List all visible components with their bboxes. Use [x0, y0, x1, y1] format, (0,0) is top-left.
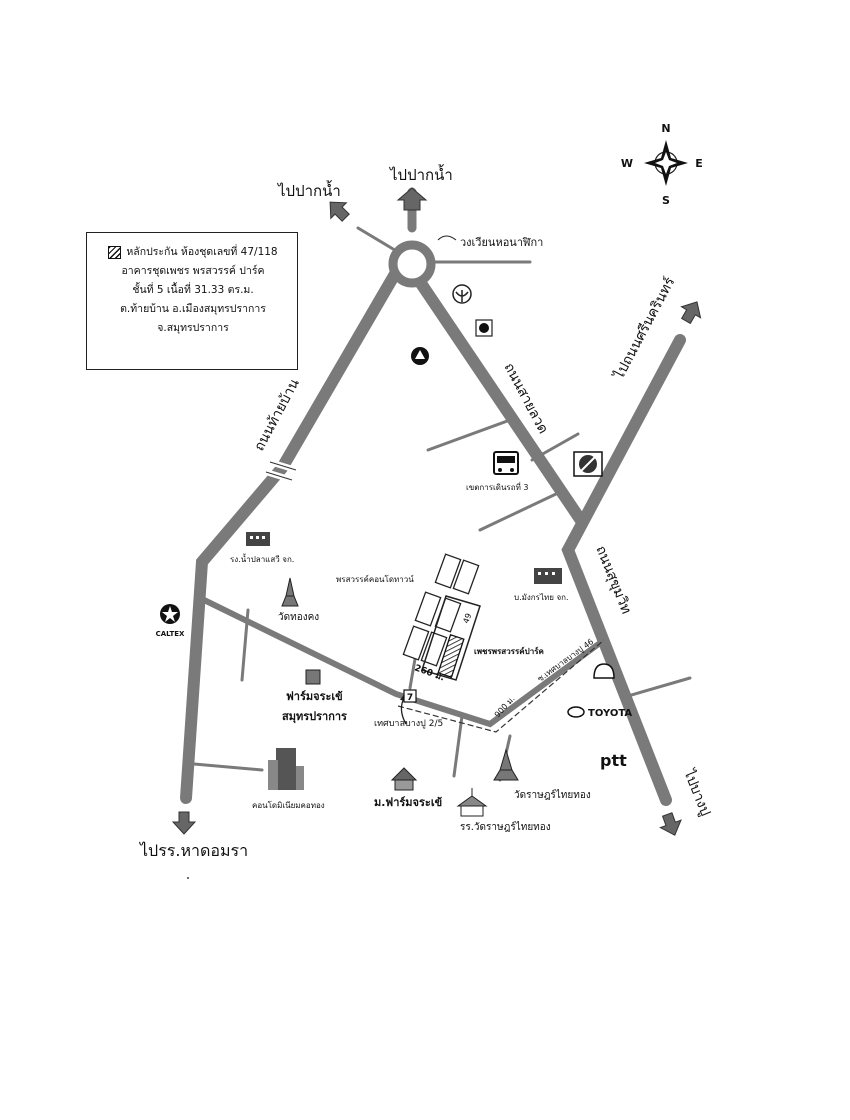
label-farm-2: สมุทรปราการ: [282, 710, 347, 724]
shell-logo-icon: [593, 663, 615, 679]
project-outline: [421, 595, 481, 681]
arrow-nw-icon: [329, 201, 350, 222]
label-district-office: เขตการเดินรถที่ 3: [466, 481, 528, 492]
label-roundabout: วงเวียนหอนาฬิกา: [460, 236, 543, 249]
label-farm: ฟาร์มจระเข้: [286, 690, 343, 703]
label-soi-2-5: เทศบาลบางปู 2/5: [374, 719, 443, 729]
route-dashed: [397, 639, 605, 733]
label-wat-ratburana: วัดราษฎร์ไทยทอง: [514, 789, 591, 801]
compass-icon: [644, 140, 688, 186]
toyota-logo-icon: [567, 706, 585, 718]
label-road-sai-luat: ถนนสายลวด: [500, 360, 551, 436]
compass-w: W: [621, 157, 633, 170]
road-soi-3: [478, 492, 558, 532]
label-bldg-no: 49: [461, 612, 473, 625]
road-soi-5: [192, 762, 264, 772]
legend-line-1: หลักประกัน ห้องชุดเลขที่ 47/118: [126, 246, 278, 258]
legend-box: หลักประกัน ห้องชุดเลขที่ 47/118 อาคารชุด…: [86, 232, 298, 370]
condo-building-icon: [268, 748, 304, 790]
label-ptt: ptt: [600, 751, 627, 770]
caltex-logo-icon: [160, 604, 180, 624]
label-farm-village: ม.ฟาร์มจระเข้: [374, 796, 442, 809]
road-soi-main: [197, 595, 607, 728]
compass-e: E: [695, 157, 703, 170]
label-project: เพชรพรสวรรค์ปาร์ค: [474, 646, 544, 656]
school-icon: [456, 788, 488, 817]
legend-row: หลักประกัน ห้องชุดเลขที่ 47/118: [95, 243, 291, 262]
collateral-hatched-building: [437, 633, 465, 679]
arrow-ne-icon: [680, 301, 702, 325]
factory-icon-2: [534, 568, 562, 584]
road-soi-nw: [356, 226, 400, 254]
road-sai-luat: [410, 270, 588, 528]
label-caltex: CALTEX: [156, 630, 185, 638]
hatch-swatch-icon: [108, 246, 122, 259]
label-to-bangpu: ไปบางปู: [680, 766, 714, 818]
crocodile-farm-icon: [305, 669, 321, 685]
road-soi-1: [426, 418, 512, 452]
legend-line-5: จ.สมุทรปราการ: [157, 322, 229, 334]
label-condo-mansion: คอนโดมิเนียมคอทอง: [252, 800, 325, 810]
roundabout-leader: [437, 235, 457, 241]
road-soi-4: [240, 608, 250, 682]
road-sukhumvit: [561, 334, 686, 806]
label-condotown: พรสวรรค์คอนโดทาวน์: [336, 574, 414, 584]
label-toyota: TOYOTA: [588, 708, 632, 719]
label-to-paknam-left: ไปปากน้ำ: [277, 180, 341, 200]
label-school: รร.วัดราษฎร์ไทยทอง: [460, 821, 551, 833]
legend-line-3: ชั้นที่ 5 เนื้อที่ 31.33 ตร.ม.: [132, 284, 254, 296]
label-road-sukhumvit: ถนนสุขุมวิท: [592, 544, 634, 617]
road-soi-8: [626, 676, 692, 698]
condotown-buildings: [402, 553, 480, 667]
label-soi-46: ซ.เทศบาลบางปู 46: [536, 637, 596, 684]
label-wat-thong: วัดทองคง: [278, 612, 319, 623]
temple-ratburana-icon: [493, 748, 519, 781]
legend-line-2: อาคารชุดเพชร พรสวรรค์ ปาร์ค: [121, 265, 265, 277]
arrow-down-right-icon: [659, 812, 682, 836]
roundabout-icon: [388, 240, 436, 288]
label-factory-2: บ.มังกรไทย จก.: [514, 593, 569, 602]
arrow-down-left-icon: [171, 811, 197, 835]
seven-eleven-icon: [403, 689, 417, 703]
label-to-paknam-center: ไปปากน้ำ: [389, 164, 453, 184]
house-icon: [390, 767, 418, 791]
label-factory-1: รง.น้ำปลาแสวี จก.: [230, 553, 294, 564]
temple-wat-thong-icon: [281, 577, 299, 607]
label-seven: 7: [407, 693, 413, 703]
road-soi-6: [452, 714, 464, 778]
legend-line-4: ต.ท้ายบ้าน อ.เมืองสมุทรปราการ: [120, 303, 266, 315]
road-soi-2: [530, 432, 580, 462]
factory-icon-1: [246, 532, 270, 546]
road-thai-ban: [180, 256, 408, 804]
compass-s: S: [662, 194, 670, 207]
arrow-up-north-icon: [396, 187, 428, 211]
label-to-hat-amara: ไปรร.หาดอมรา: [138, 841, 248, 860]
compass-n: N: [661, 122, 670, 135]
